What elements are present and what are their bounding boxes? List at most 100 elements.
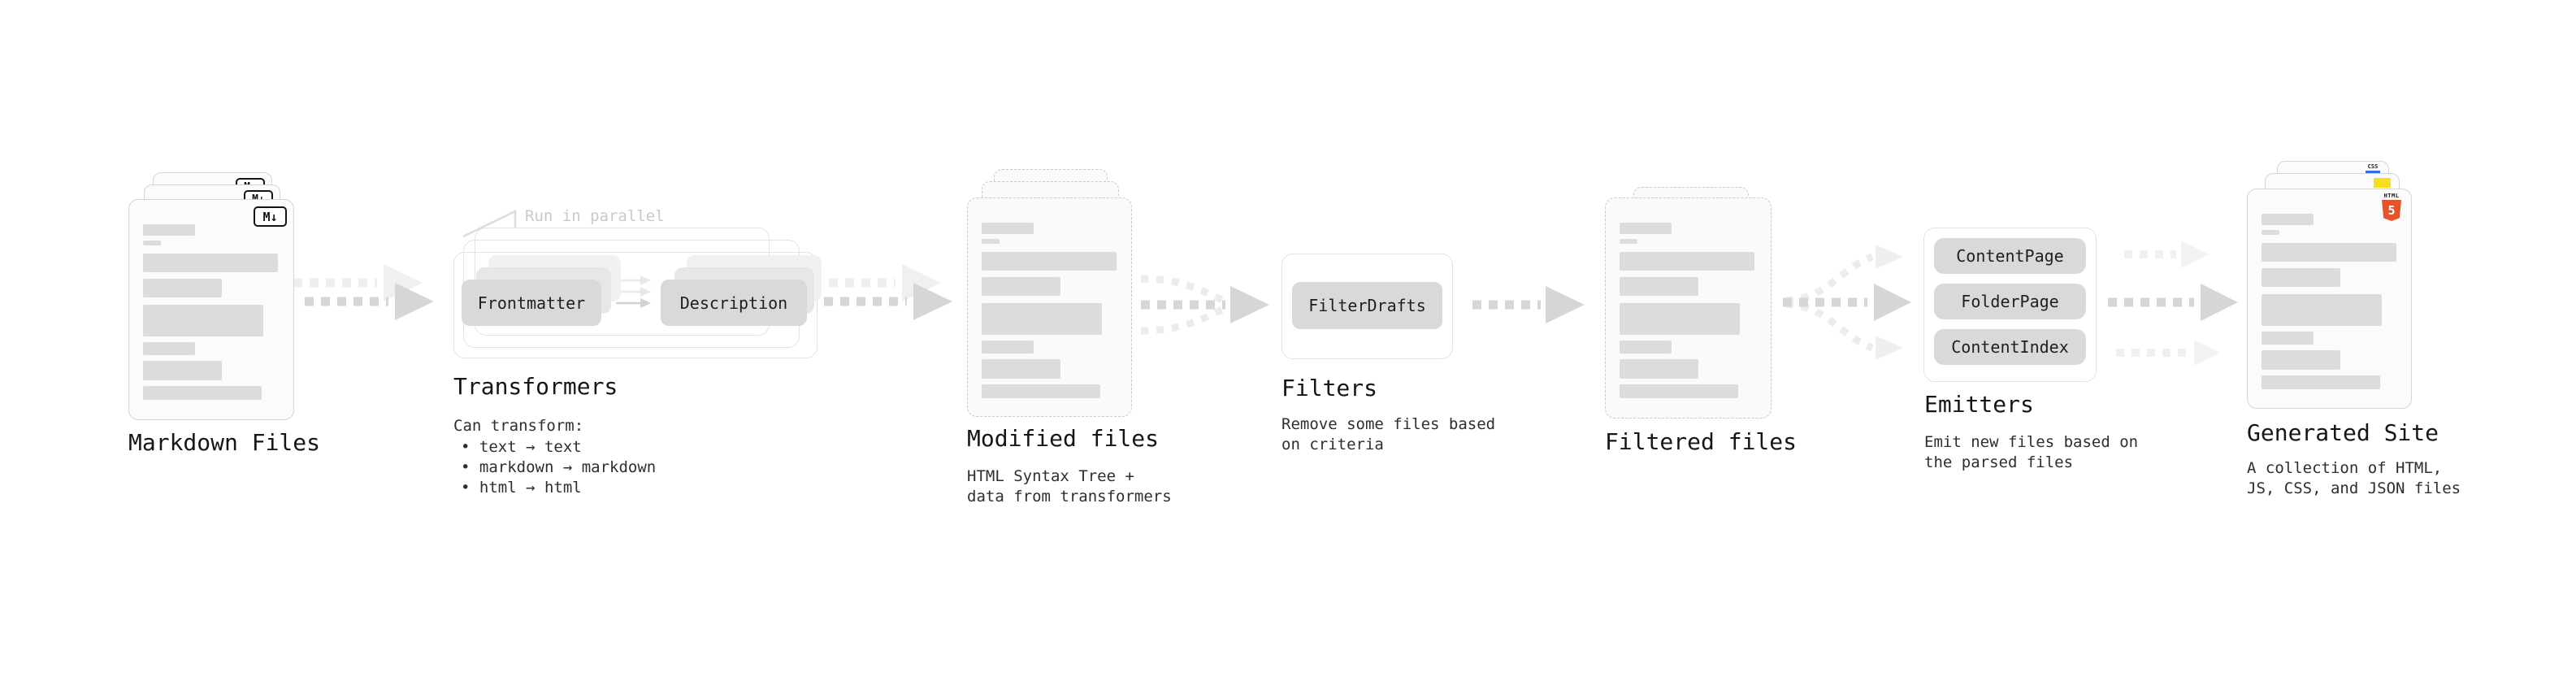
modified-files-caption: Modified files: [967, 425, 1160, 452]
arrow-back-layer: [293, 264, 423, 301]
text-placeholder-bar: [982, 239, 1000, 244]
text-placeholder-bar: [143, 342, 195, 355]
text-placeholder-bar: [143, 224, 195, 236]
text-placeholder-bar: [982, 303, 1102, 335]
document-placeholder-lines: [2262, 214, 2396, 389]
contentpage-box-label: ContentPage: [1956, 246, 2064, 266]
text-placeholder-bar: [982, 277, 1060, 296]
folderpage-box: FolderPage: [1934, 284, 2086, 319]
contentpage-box: ContentPage: [1934, 238, 2086, 274]
text-placeholder-bar: [1620, 252, 1754, 271]
arrow-head-light: [2194, 340, 2220, 366]
text-placeholder-bar: [143, 254, 278, 272]
arrow-modified-to-filters: [1140, 275, 1269, 335]
node-emitters: ContentPage FolderPage ContentIndex Emit…: [1923, 228, 2139, 488]
mini-arrow-head: [640, 275, 651, 285]
text-placeholder-bar: [982, 359, 1060, 379]
text-placeholder-bar: [143, 241, 161, 245]
arrow-filtered-to-emitters: [1783, 245, 1911, 360]
transformer-shell-front: [453, 252, 817, 358]
document-placeholder-lines: [1620, 223, 1754, 398]
css-icon-label: CSS: [2367, 163, 2379, 170]
text-placeholder-bar: [1620, 340, 1672, 354]
document-placeholder-lines: [982, 223, 1117, 398]
transformers-bullet: • text → text: [461, 438, 582, 456]
text-placeholder-bar: [143, 386, 262, 400]
markdown-files-caption: Markdown Files: [128, 429, 321, 456]
run-in-parallel-note: Run in parallel: [525, 207, 665, 225]
css-icon: CSS: [2365, 164, 2381, 173]
arrow-head-light: [2181, 241, 2209, 268]
arrow-emitters-to-generated: [2108, 241, 2238, 366]
text-placeholder-bar: [143, 279, 222, 297]
filters-caption: Filters: [1281, 375, 1378, 401]
converge-curve-top: [1140, 275, 1225, 305]
markdown-icon: M↓: [254, 206, 287, 227]
frontmatter-box: Frontmatter: [462, 280, 601, 326]
text-placeholder-bar: [2262, 268, 2340, 287]
filters-desc-line: Remove some files based: [1281, 415, 1496, 433]
converge-curve-bottom: [1140, 305, 1225, 335]
arrow-head-light: [1876, 336, 1903, 360]
mini-arrow-head: [640, 287, 651, 297]
contentindex-box: ContentIndex: [1934, 329, 2086, 365]
emitters-shell: [1923, 228, 2097, 382]
filtered-file-card-front: [1605, 197, 1772, 419]
filterdrafts-box-label: FilterDrafts: [1308, 296, 1426, 315]
node-generated-site: CSS HTML 5 Generated Site A collection o…: [2247, 161, 2474, 510]
arrow-head: [395, 283, 434, 320]
node-modified-files: Modified files HTML Syntax Tree + data f…: [965, 169, 1172, 510]
node-markdown-files: M↓ M↓ M↓ Markdown Files: [128, 161, 340, 502]
generated-file-card-front: HTML 5: [2247, 189, 2412, 409]
arrow-head: [913, 283, 952, 320]
arrow-back-layer: [813, 264, 941, 301]
document-placeholder-lines: [143, 224, 278, 400]
frontmatter-box-label: Frontmatter: [477, 293, 586, 313]
arrow-head: [384, 264, 423, 301]
html5-icon-number: 5: [2387, 203, 2396, 218]
description-box: Description: [661, 280, 807, 326]
markdown-icon-label: M↓: [262, 209, 278, 224]
text-placeholder-bar: [982, 384, 1100, 398]
html5-icon: HTML 5: [2382, 193, 2401, 221]
css-icon-underline: [2366, 171, 2380, 173]
text-placeholder-bar: [2262, 230, 2279, 235]
text-placeholder-bar: [2262, 332, 2314, 345]
text-placeholder-bar: [1620, 303, 1740, 335]
text-placeholder-bar: [1620, 277, 1698, 296]
text-placeholder-bar: [2262, 375, 2380, 389]
arrow-head-light: [1876, 245, 1903, 269]
text-placeholder-bar: [1620, 239, 1637, 244]
modified-files-desc-line: HTML Syntax Tree +: [967, 467, 1134, 485]
text-placeholder-bar: [1620, 359, 1698, 379]
markdown-file-card-front: M↓: [128, 199, 294, 420]
modified-files-desc-line: data from transformers: [967, 488, 1172, 505]
diverge-curve-top: [1785, 253, 1874, 305]
generated-site-desc-line: A collection of HTML,: [2247, 459, 2443, 477]
arrow-head: [1230, 286, 1269, 323]
emitters-caption: Emitters: [1924, 391, 2034, 418]
arrow-head: [2201, 284, 2238, 321]
arrow-transformers-to-modified: [813, 264, 952, 320]
text-placeholder-bar: [143, 305, 263, 336]
transformer-mini-arrows: [616, 275, 651, 308]
text-placeholder-bar: [982, 340, 1034, 354]
arrow-filters-to-filtered: [1472, 286, 1585, 323]
text-placeholder-bar: [2262, 294, 2382, 326]
emitters-desc-line: Emit new files based on: [1924, 433, 2139, 451]
arrow-head: [1546, 286, 1585, 323]
filtered-files-caption: Filtered files: [1605, 428, 1798, 455]
text-placeholder-bar: [143, 361, 222, 380]
transformers-bullet: • html → html: [461, 479, 582, 497]
text-placeholder-bar: [1620, 223, 1672, 234]
emitters-desc-line: the parsed files: [1924, 453, 2074, 471]
filterdrafts-box: FilterDrafts: [1292, 282, 1442, 329]
arrow-markdown-to-transformers: [293, 264, 434, 320]
diverge-curve-bottom: [1785, 300, 1874, 352]
generated-site-caption: Generated Site: [2247, 419, 2439, 446]
text-placeholder-bar: [982, 223, 1034, 234]
arrow-head: [1874, 284, 1911, 321]
text-placeholder-bar: [1620, 384, 1738, 398]
mini-arrow-head: [640, 298, 651, 308]
